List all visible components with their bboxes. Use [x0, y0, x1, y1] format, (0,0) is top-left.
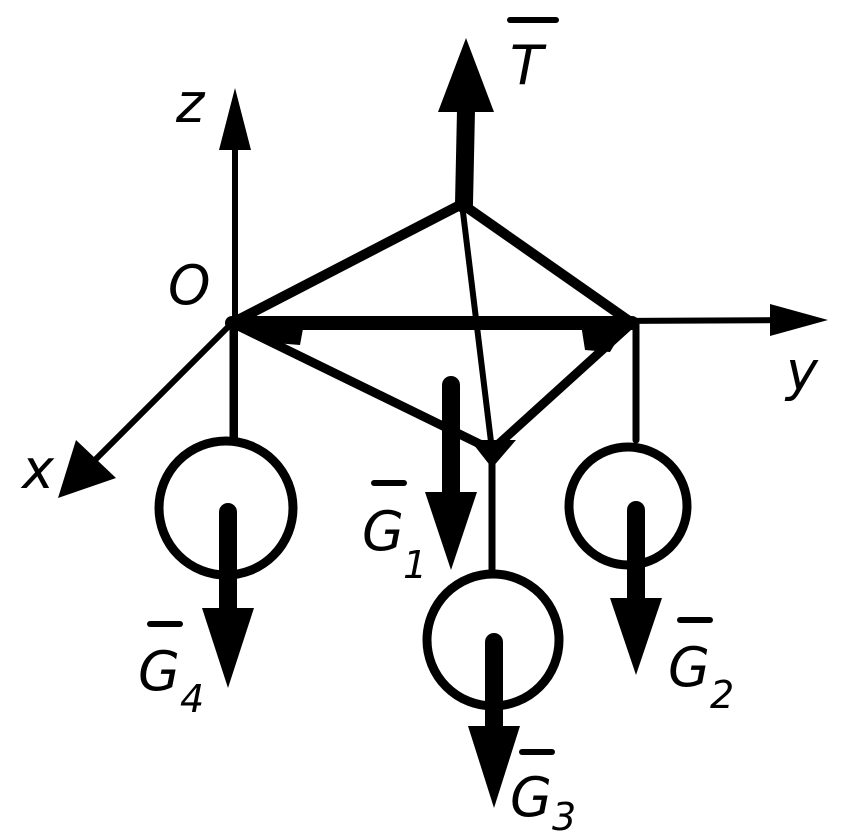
x-axis [58, 320, 235, 498]
z-axis-label: z [175, 72, 206, 135]
frame [225, 199, 639, 468]
x-axis-label: x [20, 438, 55, 501]
gravity-arrow-g3 [468, 633, 520, 808]
g1-label: G 1 [362, 480, 427, 587]
g1-symbol: G [362, 500, 404, 563]
g2-label: G 2 [668, 617, 734, 717]
g2-subscript: 2 [710, 673, 734, 717]
g4-subscript: 4 [180, 677, 204, 721]
g3-symbol: G [510, 766, 552, 829]
gravity-arrow-g4 [202, 503, 254, 688]
g3-label: G 3 [510, 749, 576, 838]
gravity-arrow-g2 [610, 501, 662, 675]
hangers [229, 319, 640, 579]
tension-label-text: T [510, 34, 547, 97]
g1-subscript: 1 [403, 543, 427, 587]
tension-label: T [507, 17, 559, 97]
g4-label: G 4 [138, 621, 204, 721]
g3-subscript: 3 [552, 795, 576, 838]
gravity-arrow-g1 [425, 376, 477, 570]
origin-label: O [168, 254, 211, 317]
g2-symbol: G [668, 636, 710, 699]
g4-symbol: G [138, 640, 180, 703]
tension-force-arrow [438, 38, 494, 213]
y-axis-label: y [784, 340, 819, 403]
